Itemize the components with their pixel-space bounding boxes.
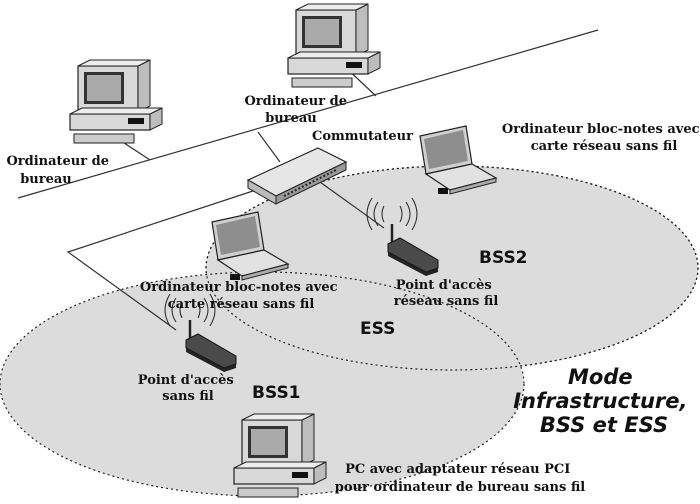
- desktop-left-label: Ordinateur de bureau: [6, 154, 113, 187]
- pc-pci-label: PC avec adaptateur réseau PCI pour ordin…: [335, 462, 586, 495]
- ap-bss2-label: Point d'accès réseau sans fil: [394, 278, 499, 309]
- notebook-mid-label: Ordinateur bloc-notes avec carte réseau …: [140, 280, 342, 312]
- mode-title: Mode Infrastructure, BSS et ESS: [513, 365, 695, 437]
- desktop-top-label: Ordinateur de bureau: [244, 94, 351, 126]
- bss2-cell-overlap-edge: [205, 165, 699, 371]
- desktop-computer-icon: [287, 3, 381, 88]
- switch-uplink: [257, 131, 281, 163]
- bss1-label: BSS1: [252, 383, 301, 403]
- ap-bss1-label: Point d'accès sans fil: [138, 373, 238, 404]
- switch-label: Commutateur: [312, 129, 413, 144]
- bss2-label: BSS2: [479, 248, 528, 268]
- switch-to-bss2-ap-cable: [319, 181, 385, 229]
- ess-label: ESS: [360, 319, 395, 339]
- backbone-cable: [17, 29, 599, 199]
- switch-to-bss1-ap-cable: [66, 187, 263, 331]
- notebook-right-label: Ordinateur bloc-notes avec carte réseau …: [502, 122, 700, 154]
- network-switch-icon: [246, 147, 348, 205]
- desktop-computer-icon: [233, 413, 327, 498]
- desktop-computer-icon: [69, 59, 163, 144]
